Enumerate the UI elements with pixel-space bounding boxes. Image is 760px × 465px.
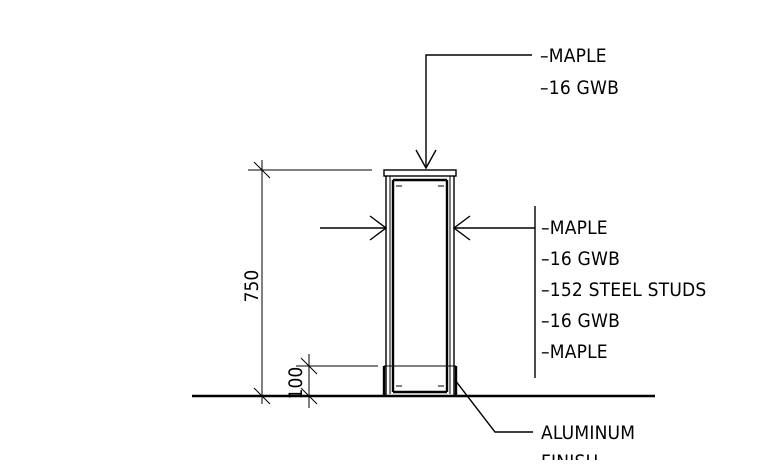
top-leader <box>415 54 532 170</box>
side-leaders <box>320 206 536 378</box>
base-dim-tick-top <box>300 357 318 375</box>
dim-tick-top <box>253 161 271 179</box>
base-dim-tick-bottom <box>300 387 318 405</box>
side-callout-line-5: –MAPLE <box>541 341 608 363</box>
dim-tick-bottom <box>253 387 271 405</box>
side-callout-line-1: –MAPLE <box>541 217 608 239</box>
base-leader-line <box>454 379 533 433</box>
right-arrowhead <box>452 215 471 241</box>
base-height-dimension <box>296 354 378 408</box>
top-callout-line-2: –16 GWB <box>540 77 619 99</box>
base-height-label: 100 <box>285 367 307 400</box>
top-arrowhead <box>415 149 437 170</box>
top-leader-line <box>425 54 532 166</box>
wall-section <box>382 169 458 396</box>
side-callout-line-3: –152 STEEL STUDS <box>541 279 706 301</box>
side-callout-line-4: –16 GWB <box>541 310 620 332</box>
top-callout-line-1: –MAPLE <box>540 45 607 67</box>
wall-cap <box>383 169 457 177</box>
overall-height-dimension <box>248 160 372 405</box>
side-callout-line-2: –16 GWB <box>541 248 620 270</box>
left-arrowhead <box>369 215 388 241</box>
overall-height-label: 750 <box>241 270 263 303</box>
base-callout-line-1: ALUMINUM <box>541 422 635 444</box>
steel-stud <box>391 178 449 394</box>
base-callout-line-2: FINISH <box>541 451 599 460</box>
